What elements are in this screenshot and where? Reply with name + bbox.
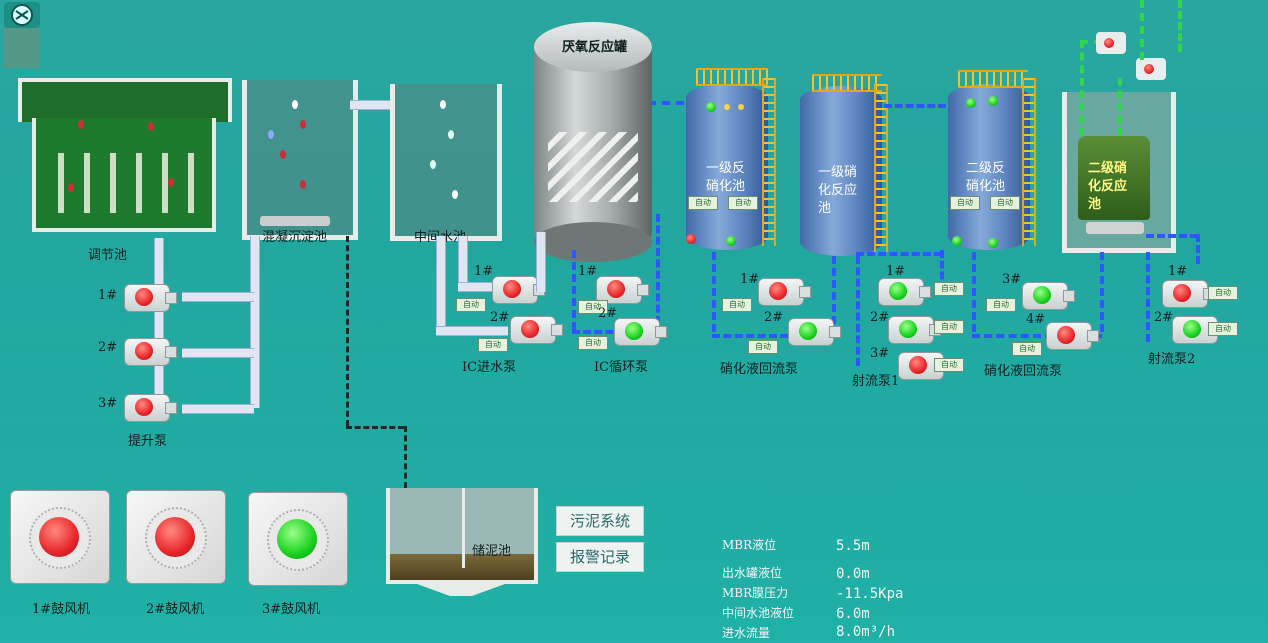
ic-inlet-pump-2[interactable] <box>510 316 563 344</box>
secondary-denitrification-tank[interactable] <box>948 84 1030 250</box>
blower-3-label: 3#鼓风机 <box>262 602 321 617</box>
out-tank-level-value: 0.0m <box>836 566 870 582</box>
mbr-pressure-value: -11.5Kpa <box>836 586 904 602</box>
sludge-tank[interactable] <box>386 488 538 604</box>
jet-pump-1-no2[interactable] <box>888 316 941 344</box>
nitrate-return-pump-2[interactable] <box>788 318 841 346</box>
blower-1-label: 1#鼓风机 <box>32 602 91 617</box>
mbr-pressure-label: MBR膜压力 <box>722 586 789 600</box>
inflow-label: 进水流量 <box>722 626 771 640</box>
lift-pump-1[interactable] <box>124 284 177 312</box>
middle-pool[interactable] <box>390 84 502 241</box>
lift-pump-3[interactable] <box>124 394 177 422</box>
inflow-value: 8.0m³/h <box>836 624 896 640</box>
out-tank-level-label: 出水罐液位 <box>722 566 783 580</box>
regulating-pool[interactable] <box>18 78 232 233</box>
primary-nitrification-tank[interactable] <box>800 86 882 256</box>
primary-nitrification-label: 一级硝 化反应 池 <box>818 165 858 216</box>
logo-base <box>4 28 40 68</box>
ic-inlet-pump-1[interactable] <box>492 276 545 304</box>
middle-pool-level-value: 6.0m <box>836 606 870 622</box>
middle-pool-level-label: 中间水池液位 <box>722 606 795 620</box>
jet-pump-1-no1[interactable] <box>878 278 931 306</box>
nitrate-return-pump-3[interactable] <box>1022 282 1075 310</box>
nitrate-return-pumps-label: 硝化液回流泵 <box>720 362 799 377</box>
ic-circulation-pumps-label: IC循环泵 <box>594 360 649 375</box>
blower-1[interactable] <box>10 490 110 584</box>
lift-pump-2[interactable] <box>124 338 177 366</box>
blower-2[interactable] <box>126 490 226 584</box>
sludge-tank-label: 储泥池 <box>472 544 512 559</box>
nitrate-return-pump-1[interactable] <box>758 278 811 306</box>
regulating-pool-label: 调节池 <box>88 248 128 263</box>
coagulation-pool-label: 混凝沉淀池 <box>262 230 328 245</box>
jet-pumps-1-label: 射流泵1 <box>852 374 900 389</box>
jet-pump-2-no1[interactable] <box>1162 280 1215 308</box>
secondary-denitrification-label: 二级反 硝化池 <box>966 161 1006 194</box>
ic-inlet-pumps-label: IC进水泵 <box>462 360 517 375</box>
jet-pumps-2-label: 射流泵2 <box>1148 352 1196 367</box>
ic-circulation-pump-1[interactable] <box>596 276 649 304</box>
primary-denitrification-label: 一级反 硝化池 <box>706 161 746 194</box>
coagulation-pool[interactable] <box>242 80 358 240</box>
mbr-level-label: MBR液位 <box>722 538 777 552</box>
home-logo-icon[interactable] <box>4 2 40 28</box>
nitrate-return-pump-4[interactable] <box>1046 322 1099 350</box>
ic-circulation-pump-2[interactable] <box>614 318 667 346</box>
anaerobic-reactor-label: 厌氧反应罐 <box>562 40 628 55</box>
sludge-system-button[interactable]: 污泥系统 <box>556 506 644 536</box>
mbr-level-value: 5.5m <box>836 538 870 554</box>
alarm-records-button[interactable]: 报警记录 <box>556 542 644 572</box>
nitrate-return-pumps-2-label: 硝化液回流泵 <box>984 364 1063 379</box>
blower-2-label: 2#鼓风机 <box>146 602 205 617</box>
blower-3[interactable] <box>248 492 348 586</box>
secondary-nitrification-label: 二级硝 化反应 池 <box>1088 161 1128 212</box>
primary-denitrification-tank[interactable] <box>686 84 768 250</box>
lift-pumps-label: 提升泵 <box>128 434 168 449</box>
anaerobic-reactor[interactable] <box>534 22 652 262</box>
